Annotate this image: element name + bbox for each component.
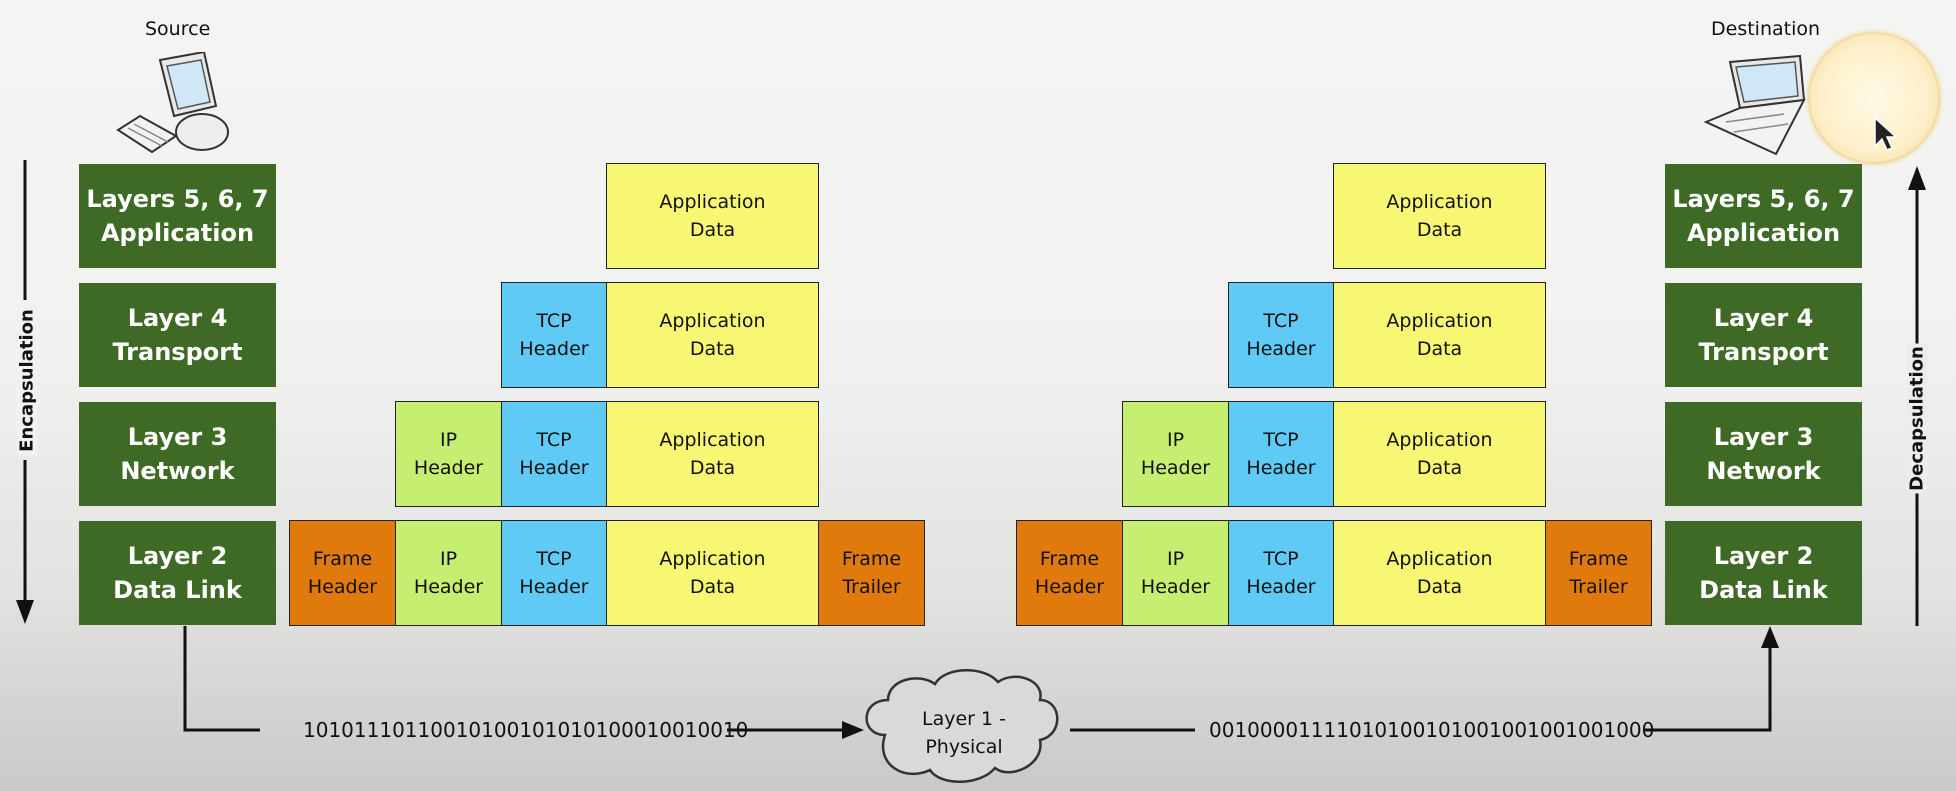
- layer-number: Layer 2: [127, 542, 228, 570]
- mouse-cursor-icon: [1874, 116, 1898, 151]
- decapsulation-arrowhead: [1908, 166, 1926, 190]
- source-layer-application: Layers 5, 6, 7 Application: [79, 164, 276, 268]
- laptop-icon: [1703, 54, 1806, 156]
- destination-wire-path: [1645, 648, 1772, 732]
- cursor-highlight: [1810, 34, 1938, 162]
- destination-layer-application: Layers 5, 6, 7 Application: [1665, 164, 1862, 268]
- layer-number: Layers 5, 6, 7: [86, 185, 269, 213]
- decapsulation-label: Decapsulation: [1906, 343, 1928, 494]
- layer-name: Transport: [112, 338, 243, 366]
- destination-layer-data-link: Layer 2 Data Link: [1665, 521, 1862, 625]
- destination-layer-network: Layer 3 Network: [1665, 402, 1862, 506]
- physical-layer-label: Layer 1 - Physical: [922, 708, 1006, 758]
- source-label: Source: [145, 18, 211, 40]
- encapsulation-arrowhead: [16, 600, 34, 624]
- source-layer-transport: Layer 4 Transport: [79, 283, 276, 387]
- source-layer-network: Layer 3 Network: [79, 402, 276, 506]
- source-layer-data-link: Layer 2 Data Link: [79, 521, 276, 625]
- layer-name: Application: [100, 219, 255, 247]
- layer-number: Layers 5, 6, 7: [1672, 185, 1855, 213]
- layer-name: Data Link: [113, 576, 242, 604]
- destination-arrowhead: [1761, 626, 1779, 648]
- layer-name: Data Link: [1699, 576, 1828, 604]
- encapsulation-label: Encapsulation: [16, 305, 38, 456]
- layer-name: Network: [120, 457, 235, 485]
- layer-number: Layer 3: [127, 423, 228, 451]
- layer-number: Layer 4: [127, 304, 228, 332]
- source-bitstream: 10101110110010100101010100010010010: [303, 718, 749, 742]
- layer-name: Network: [1706, 457, 1821, 485]
- destination-bitstream: 00100001111010100101001001001001000: [1209, 718, 1655, 742]
- desktop-computer-icon: [116, 52, 229, 154]
- source-wire-path: [183, 626, 260, 732]
- layer-number: Layer 3: [1713, 423, 1814, 451]
- layer-name: Transport: [1698, 338, 1829, 366]
- destination-label: Destination: [1711, 18, 1821, 40]
- layer-name: Application: [1686, 219, 1841, 247]
- source-to-cloud-arrowhead: [842, 721, 864, 739]
- destination-layer-transport: Layer 4 Transport: [1665, 283, 1862, 387]
- layer-number: Layer 4: [1713, 304, 1814, 332]
- physical-cloud-icon: [865, 669, 1059, 783]
- layer-number: Layer 2: [1713, 542, 1814, 570]
